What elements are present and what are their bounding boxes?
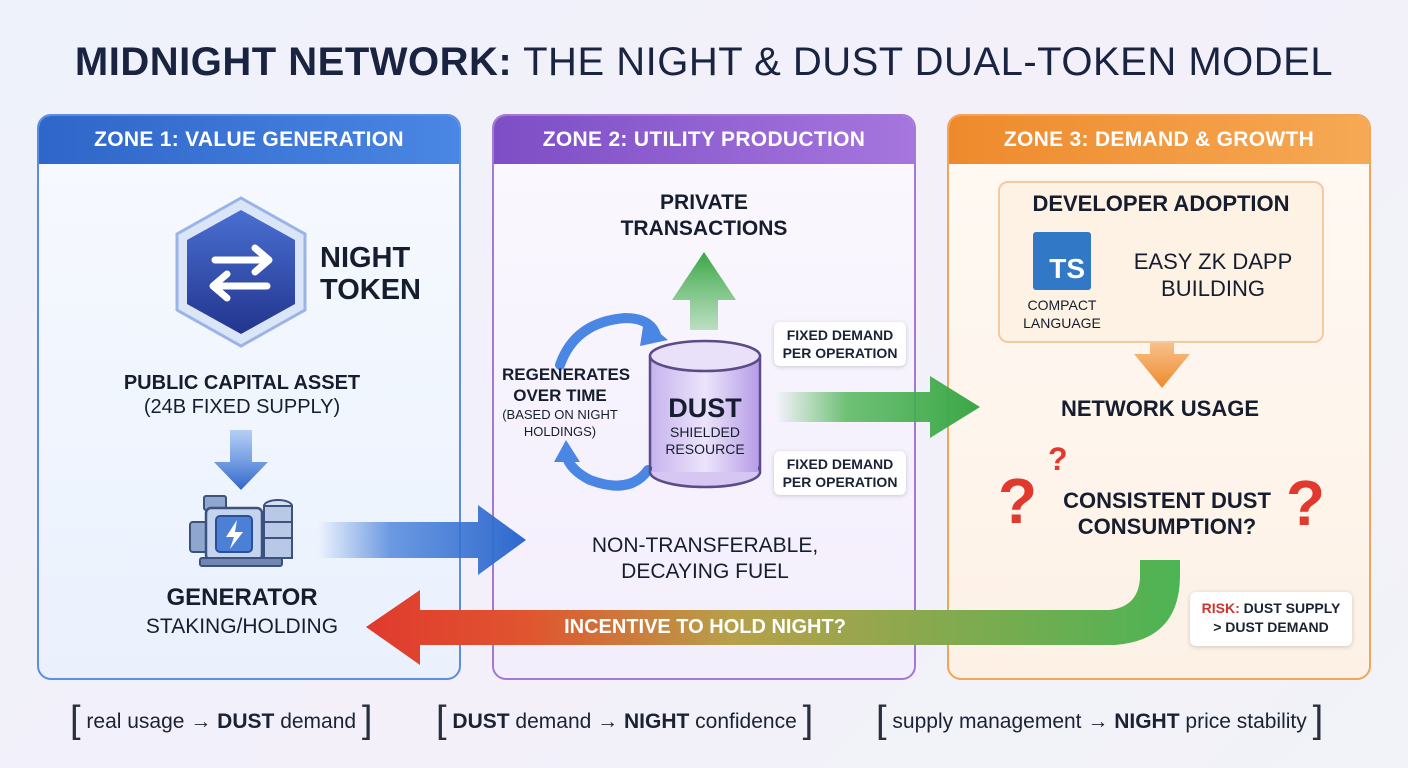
night-token-line1: NIGHT: [320, 242, 411, 274]
fixed-demand-callout-bottom: FIXED DEMAND PER OPERATION: [774, 451, 906, 495]
zone-3-header: ZONE 3: DEMAND & GROWTH: [949, 116, 1369, 164]
dust-sub1: SHIELDED: [669, 424, 741, 440]
generator-sub: STAKING/HOLDING: [145, 615, 339, 638]
risk-label: RISK:: [1201, 600, 1240, 616]
night-token-label: NIGHT TOKEN: [320, 242, 421, 306]
down-arrow-zone3: [1134, 322, 1190, 388]
easy-zk-dapp-label: EASY ZK DAPP BUILDING: [1118, 248, 1308, 302]
page-title: MIDNIGHT NETWORK: THE NIGHT & DUST DUAL-…: [0, 40, 1408, 85]
footer-1-close-bracket: ]: [361, 699, 373, 741]
footer-3-strong: NIGHT: [1114, 710, 1180, 733]
compact-line1: COMPACT: [1027, 297, 1097, 313]
dust-title: DUST: [668, 393, 742, 423]
consistent-dust-label: CONSISTENT DUST CONSUMPTION?: [1054, 488, 1280, 540]
dust-to-network-arrow: [775, 376, 980, 438]
fuel-line2: DECAYING FUEL: [621, 560, 789, 583]
callout-bottom-line1: FIXED DEMAND: [786, 456, 894, 472]
risk-line2: > DUST DEMAND: [1213, 619, 1329, 635]
zone-2-header: ZONE 2: UTILITY PRODUCTION: [494, 116, 914, 164]
regen-arrow-bottom: [561, 450, 653, 491]
zone-1-panel: ZONE 1: VALUE GENERATION: [37, 114, 461, 680]
feedback-arrow-label: INCENTIVE TO HOLD NIGHT?: [564, 616, 846, 638]
footer-1-post: demand: [280, 710, 357, 733]
title-rest: THE NIGHT & DUST DUAL-TOKEN MODEL: [523, 40, 1334, 84]
network-usage-label: NETWORK USAGE: [1061, 396, 1259, 421]
regen-line1: REGENERATES: [502, 365, 631, 384]
footer-3-post: price stability: [1185, 710, 1307, 733]
regen-line2: OVER TIME: [513, 386, 607, 405]
footer-2-pre: demand: [515, 710, 592, 733]
public-capital-asset-label: PUBLIC CAPITAL ASSET (24B FIXED SUPPLY): [90, 371, 394, 419]
footer-item-3: [ supply management → NIGHT price stabil…: [876, 700, 1323, 740]
dust-label: DUST SHIELDED RESOURCE: [646, 392, 764, 458]
compact-line2: LANGUAGE: [1023, 315, 1101, 331]
easy-line1: EASY ZK DAPP: [1133, 249, 1293, 274]
zone-1-header: ZONE 1: VALUE GENERATION: [39, 116, 459, 164]
risk-box: RISK: DUST SUPPLY > DUST DEMAND: [1190, 592, 1352, 646]
generator-label: GENERATOR STAKING/HOLDING: [100, 584, 384, 642]
non-transferable-fuel-label: NON-TRANSFERABLE, DECAYING FUEL: [560, 533, 850, 585]
footer-1-strong: DUST: [217, 710, 275, 733]
footer-1-arrow: →: [190, 710, 212, 733]
down-arrow-zone1: [214, 430, 268, 490]
footer-3-close-bracket: ]: [1312, 699, 1324, 741]
footer-item-2: [ DUST demand → NIGHT confidence ]: [436, 700, 813, 740]
regen-arrow-bottom-head: [554, 440, 580, 462]
question-mark-icon-right: ?: [1286, 467, 1326, 539]
footer-3-arrow: →: [1087, 710, 1109, 733]
typescript-logo-icon: TS: [1033, 232, 1091, 290]
dust-sub2: RESOURCE: [665, 441, 745, 457]
footer-2-strong: NIGHT: [624, 710, 690, 733]
private-line2: TRANSACTIONS: [620, 217, 788, 240]
regen-line3: (BASED ON NIGHT: [502, 407, 618, 422]
footer-2-pre-strong: DUST: [452, 710, 510, 733]
up-arrow-private: [672, 252, 736, 330]
developer-adoption-title: DEVELOPER ADOPTION: [1032, 191, 1290, 216]
fuel-line1: NON-TRANSFERABLE,: [591, 534, 819, 557]
question-mark-icon-small: ?: [1048, 441, 1068, 477]
footer-2-open-bracket: [: [436, 699, 447, 741]
footer-3-open-bracket: [: [876, 699, 887, 741]
night-token-line2: TOKEN: [320, 274, 421, 306]
footer-2-arrow: →: [597, 710, 619, 733]
footer-1-open-bracket: [: [70, 699, 81, 741]
footer-2-close-bracket: ]: [802, 699, 814, 741]
feedback-arrow: [366, 560, 1180, 665]
compact-language-label: COMPACT LANGUAGE: [1012, 296, 1112, 332]
dust-cylinder-icon: [648, 339, 762, 489]
footer-2-post: confidence: [695, 710, 797, 733]
private-line1: PRIVATE: [660, 191, 748, 214]
regen-line4: HOLDINGS): [523, 424, 597, 439]
generator-title: GENERATOR: [166, 584, 318, 611]
risk-line1: DUST SUPPLY: [1243, 600, 1341, 616]
footer-3-pre: supply management: [892, 710, 1082, 733]
generator-to-dust-arrow: [318, 505, 526, 575]
easy-line2: BUILDING: [1161, 276, 1265, 301]
callout-bottom-line2: PER OPERATION: [782, 474, 898, 490]
asset-line2: (24B FIXED SUPPLY): [143, 396, 341, 418]
title-bold: MIDNIGHT NETWORK:: [74, 40, 513, 84]
callout-top-line2: PER OPERATION: [782, 345, 898, 361]
question-mark-icon-left: ?: [998, 465, 1038, 537]
private-transactions-label: PRIVATE TRANSACTIONS: [604, 190, 804, 242]
regen-arrow-top-head: [640, 320, 668, 346]
fixed-demand-callout-top: FIXED DEMAND PER OPERATION: [774, 322, 906, 366]
callout-top-line1: FIXED DEMAND: [786, 327, 894, 343]
consistent-line1: CONSISTENT DUST: [1063, 488, 1271, 513]
footer-1-pre: real usage: [86, 710, 185, 733]
generator-icon: [189, 495, 293, 567]
asset-line1: PUBLIC CAPITAL ASSET: [123, 372, 361, 394]
footer-item-1: [ real usage → DUST demand ]: [70, 700, 372, 740]
regenerates-label: REGENERATES OVER TIME (BASED ON NIGHT HO…: [502, 364, 631, 440]
consistent-line2: CONSUMPTION?: [1077, 514, 1257, 539]
night-token-hex-icon: [175, 196, 307, 348]
